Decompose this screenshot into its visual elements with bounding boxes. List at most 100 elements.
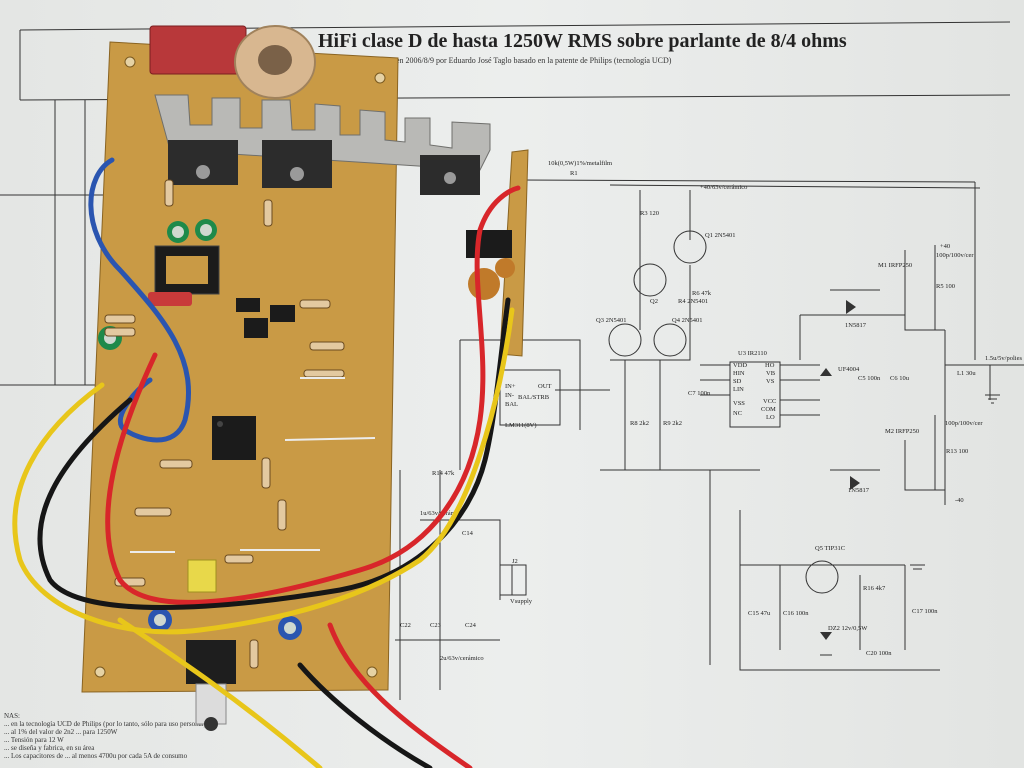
resistor — [159, 459, 193, 469]
small-transistor — [466, 230, 512, 258]
label-u3: U3 IR2110 — [738, 350, 767, 357]
label-vsupply: Vsupply — [510, 598, 533, 605]
label-c24: C24 — [465, 622, 476, 629]
label-vpos: +40/63v/cerámico — [700, 184, 748, 191]
label-m2: M2 IRFP250 — [885, 428, 920, 435]
label-l1: L1 30u — [957, 370, 976, 377]
resistor — [303, 369, 345, 378]
label-sd: SD — [733, 378, 742, 385]
label-c6: C6 10u — [890, 375, 909, 382]
label-in-plus: IN+ — [505, 383, 516, 390]
electrolytic-capacitor — [278, 616, 302, 640]
film-capacitor — [148, 292, 192, 306]
label-r4: R4 2N5401 — [678, 298, 709, 305]
schematic-title: HiFi clase D de hasta 1250W RMS sobre pa… — [318, 30, 847, 52]
label-c7: C7 100n — [688, 390, 711, 397]
electrolytic-capacitor — [167, 221, 189, 243]
label-d2: UF4004 — [838, 366, 860, 373]
wire-red — [327, 622, 473, 768]
label-c17: C17 100n — [912, 608, 938, 615]
label-r14: R14 47k — [432, 470, 455, 477]
label-c2: 100p/100v/cer — [936, 252, 974, 259]
label-q5: Q5 TIP31C — [815, 545, 846, 552]
label-q4: Q4 2N5401 — [672, 317, 703, 324]
wire-blue — [88, 157, 191, 443]
electrolytic-capacitor — [148, 608, 172, 632]
label-out: OUT — [538, 383, 552, 390]
label-d1: 1N5817 — [845, 322, 866, 329]
wire-red — [105, 185, 521, 605]
label-vb: VB — [766, 370, 776, 377]
label-r1: 10k(0,5W)1%/metalfilm — [548, 160, 613, 167]
label-in-minus: IN- — [505, 392, 515, 399]
note-line: ... Tensión para 12 W — [4, 736, 64, 744]
label-c20: C20 100n — [866, 650, 892, 657]
label-nc: NC — [733, 410, 743, 417]
resistor — [309, 341, 345, 351]
resistor — [277, 499, 287, 531]
resistor — [104, 314, 136, 324]
resistor — [104, 327, 136, 337]
resistor — [134, 507, 172, 517]
label-c4: 1.5u/5v/polies — [985, 355, 1023, 362]
label-u2: LM311(8V) — [505, 422, 537, 429]
resistor — [299, 299, 331, 309]
note-line: ... en la tecnología UCD de Philips (por… — [4, 720, 206, 728]
label-lo: LO — [766, 414, 775, 421]
label-bal-strb: BAL/STRB — [518, 394, 550, 401]
small-transistor — [236, 298, 260, 312]
resistor — [249, 639, 259, 669]
label-c22: C22 — [400, 622, 411, 629]
label-c5: C5 100n — [858, 375, 881, 382]
electrolytic-capacitor — [195, 219, 217, 241]
label-c3: 100p/100v/cer — [945, 420, 983, 427]
label-vdd: VDD — [733, 362, 748, 369]
wire-yellow — [12, 307, 515, 635]
label-neg40: -40 — [955, 497, 964, 504]
note-line: ... se diseña y fabrica, en su área — [4, 744, 95, 752]
note-line: ... Los capacitores de ... al menos 4700… — [4, 752, 188, 760]
wire-yellow — [117, 617, 323, 768]
label-pos40: +40 — [940, 243, 951, 250]
label-j2: J2 — [512, 558, 518, 565]
label-lin: LIN — [733, 386, 744, 393]
label-vs: VS — [766, 378, 775, 385]
note-line: NAS: — [4, 712, 20, 720]
label-vcc: VCC — [763, 398, 777, 405]
wire-black — [297, 662, 433, 768]
label-r1-id: R1 — [570, 170, 578, 177]
wire-black — [37, 297, 511, 610]
label-r6: R6 47k — [692, 290, 711, 297]
label-hin: HIN — [733, 370, 745, 377]
label-cap-note2: 2u/63v/cerámico — [440, 655, 484, 662]
resistor — [224, 554, 254, 564]
film-capacitor — [149, 25, 247, 75]
label-q1: Q1 2N5401 — [705, 232, 736, 239]
label-vss: VSS — [733, 400, 745, 407]
resistor — [164, 179, 174, 207]
label-c23: C23 — [430, 622, 441, 629]
small-transistor — [244, 318, 268, 338]
rca-jack — [186, 640, 236, 731]
label-r3: R3 120 — [640, 210, 659, 217]
label-dz2: DZ2 12v/0,5W — [828, 625, 868, 632]
label-c15: C15 47u — [748, 610, 771, 617]
label-r5: R5 100 — [936, 283, 955, 290]
label-bal: BAL — [505, 401, 518, 408]
resistor — [263, 199, 273, 227]
label-r13: R13 100 — [946, 448, 969, 455]
note-line: ... al 1% del valor de 2n2 ... para 1250… — [4, 728, 118, 736]
schematic-subtitle: en 2006/8/9 por Eduardo José Taglo basad… — [396, 56, 672, 65]
label-r16: R16 4k7 — [863, 585, 886, 592]
label-r8: R8 2k2 — [630, 420, 649, 427]
heatsink — [154, 94, 491, 171]
small-transistor — [270, 305, 295, 322]
label-q2: Q2 — [650, 298, 658, 305]
label-c14: C14 — [462, 530, 473, 537]
label-m1: M1 IRFP250 — [878, 262, 913, 269]
resistor — [261, 457, 271, 489]
label-q3: Q3 2N5401 — [596, 317, 627, 324]
label-c16: C16 100n — [783, 610, 809, 617]
